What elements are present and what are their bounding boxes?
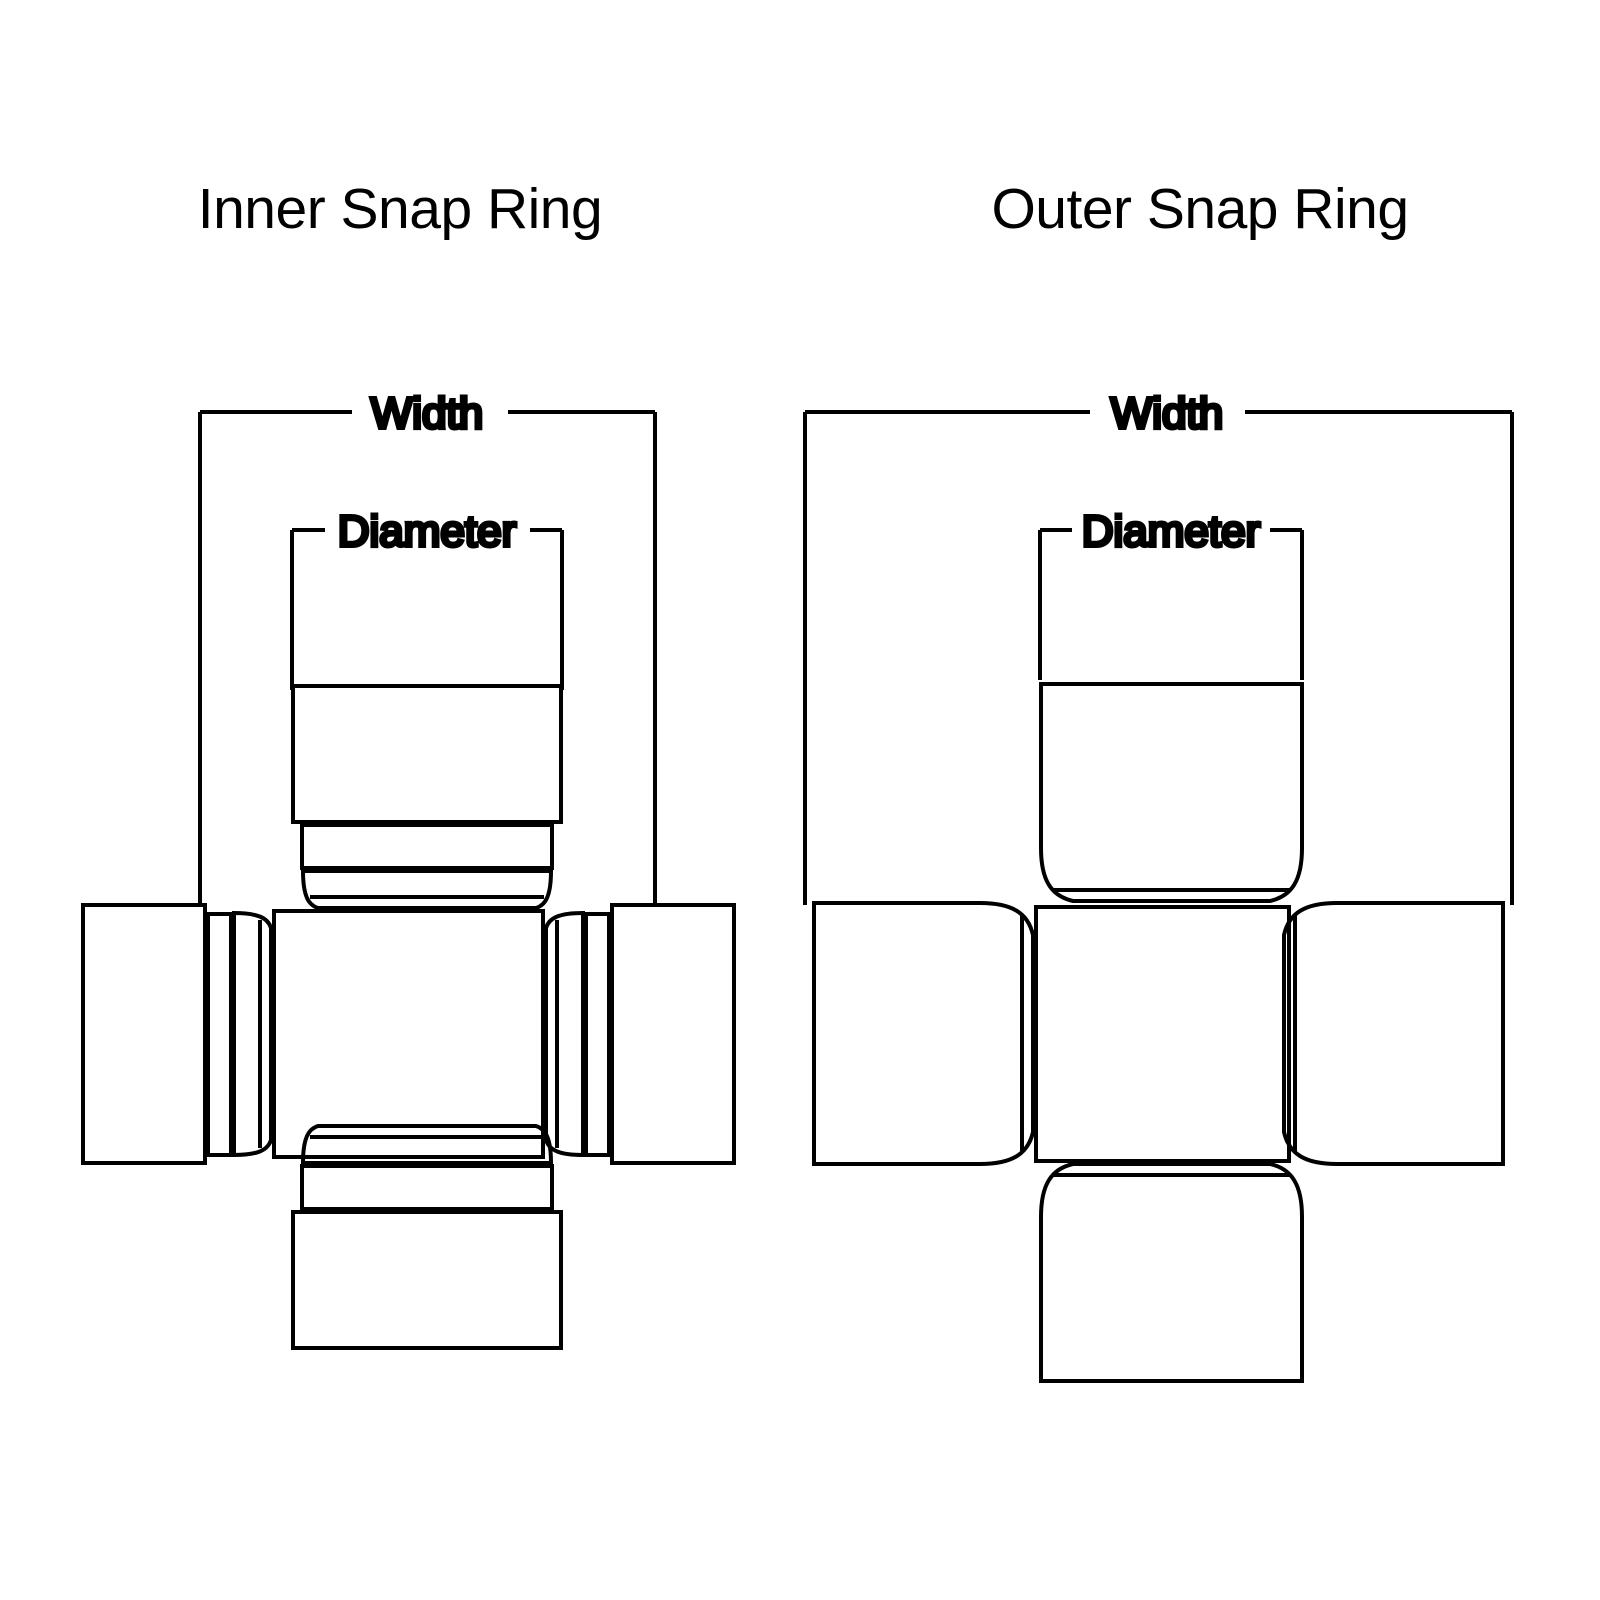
bottom-bearing-cup (300, 1124, 554, 1165)
left-bearing-cup (232, 910, 273, 1158)
panel-inner-snap-ring: Inner Snap Ring Width Diame (81, 177, 736, 1350)
dimension-diameter-outer (1038, 528, 1304, 680)
arm-left-outer (812, 901, 1035, 1166)
left-bearing-cap (81, 903, 207, 1165)
right-bearing-cup (544, 910, 585, 1158)
dimension-label-width-outer: Width (1111, 389, 1223, 438)
right-bearing-cap (1282, 901, 1505, 1166)
arm-right-outer (1282, 901, 1505, 1166)
right-snap-ring-band (584, 912, 611, 1157)
dimension-label-diameter-inner: Diameter (338, 507, 517, 556)
drawing-inner-snap-ring: Width Diameter (81, 387, 736, 1350)
top-bearing-cap (1039, 682, 1304, 903)
arm-left-inner (81, 903, 273, 1165)
drawing-outer-snap-ring: Width Diameter (803, 387, 1514, 1383)
center-body-outer (1034, 905, 1291, 1163)
dimension-width-outer (803, 410, 1514, 905)
panel-outer-snap-ring: Outer Snap Ring Width Diame (800, 0, 1600, 1600)
bottom-bearing-cap (1039, 1162, 1304, 1383)
arm-top-inner (291, 684, 563, 910)
dimension-width-inner (198, 410, 657, 905)
panel-title-inner: Inner Snap Ring (197, 177, 603, 241)
dimension-diameter-inner (290, 528, 564, 690)
center-body-inner (272, 909, 545, 1159)
top-bearing-cap (291, 684, 563, 824)
top-bearing-cup (300, 869, 554, 910)
arm-top-outer (1039, 682, 1304, 903)
left-snap-ring-band (206, 912, 233, 1157)
left-bearing-cap (812, 901, 1035, 1166)
right-bearing-cap (610, 903, 736, 1165)
arm-right-inner (544, 903, 736, 1165)
dimension-label-width-inner: Width (371, 389, 483, 438)
panel-title-outer: Outer Snap Ring (991, 177, 1409, 241)
top-snap-ring-band (300, 823, 554, 870)
bottom-snap-ring-band (300, 1164, 554, 1211)
bottom-bearing-cap (291, 1210, 563, 1350)
arm-bottom-inner (291, 1124, 563, 1350)
arm-bottom-outer (1039, 1162, 1304, 1383)
dimension-label-diameter-outer: Diameter (1082, 507, 1261, 556)
